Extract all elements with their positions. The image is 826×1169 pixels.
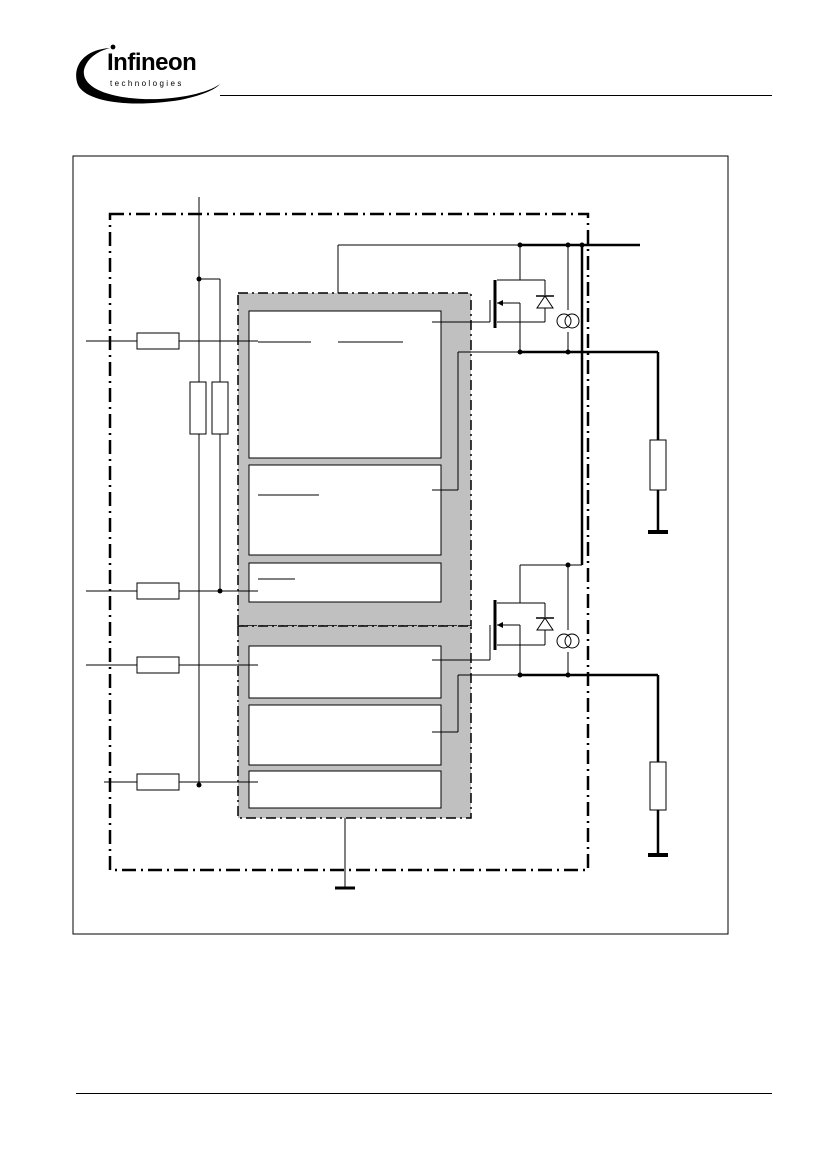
logic-ground — [335, 818, 355, 890]
load-resistor-lower — [649, 761, 667, 811]
input-resistor-3 — [136, 656, 180, 674]
function-box-1 — [248, 310, 442, 459]
input-wiring — [86, 340, 258, 783]
function-box-6 — [248, 770, 442, 809]
current-source-upper — [556, 313, 580, 329]
upper-output-stage — [432, 245, 569, 352]
upper-output-line — [432, 350, 668, 534]
current-source-lower — [556, 633, 580, 649]
load-resistor-upper — [649, 439, 667, 491]
freewheel-diode-upper — [536, 295, 554, 309]
stage-link — [520, 245, 584, 566]
figure-frame — [72, 155, 729, 935]
input-resistor-1 — [136, 332, 180, 350]
input-resistor-4 — [136, 773, 180, 791]
input-resistor-2 — [136, 582, 180, 600]
infineon-logo: Infineon technologies — [70, 40, 230, 110]
function-box-3 — [248, 562, 442, 603]
lower-output-line — [432, 673, 668, 857]
signal-overlines — [258, 341, 403, 580]
pullup-resistor-1 — [189, 381, 207, 435]
logo-tagline: technologies — [110, 79, 184, 88]
pullup-resistor-2 — [211, 381, 229, 435]
footer-rule — [76, 1093, 772, 1094]
function-box-5 — [248, 704, 442, 766]
logo-swoosh — [76, 44, 220, 104]
function-box-2 — [248, 464, 442, 556]
top-bus — [337, 243, 640, 293]
header-rule — [220, 95, 772, 96]
lower-output-stage — [432, 565, 569, 675]
function-box-4 — [248, 645, 442, 699]
logo-name: Infineon — [107, 49, 197, 76]
chip-boundary — [108, 212, 590, 872]
freewheel-diode-lower — [536, 617, 554, 631]
supply-wiring — [198, 197, 221, 785]
